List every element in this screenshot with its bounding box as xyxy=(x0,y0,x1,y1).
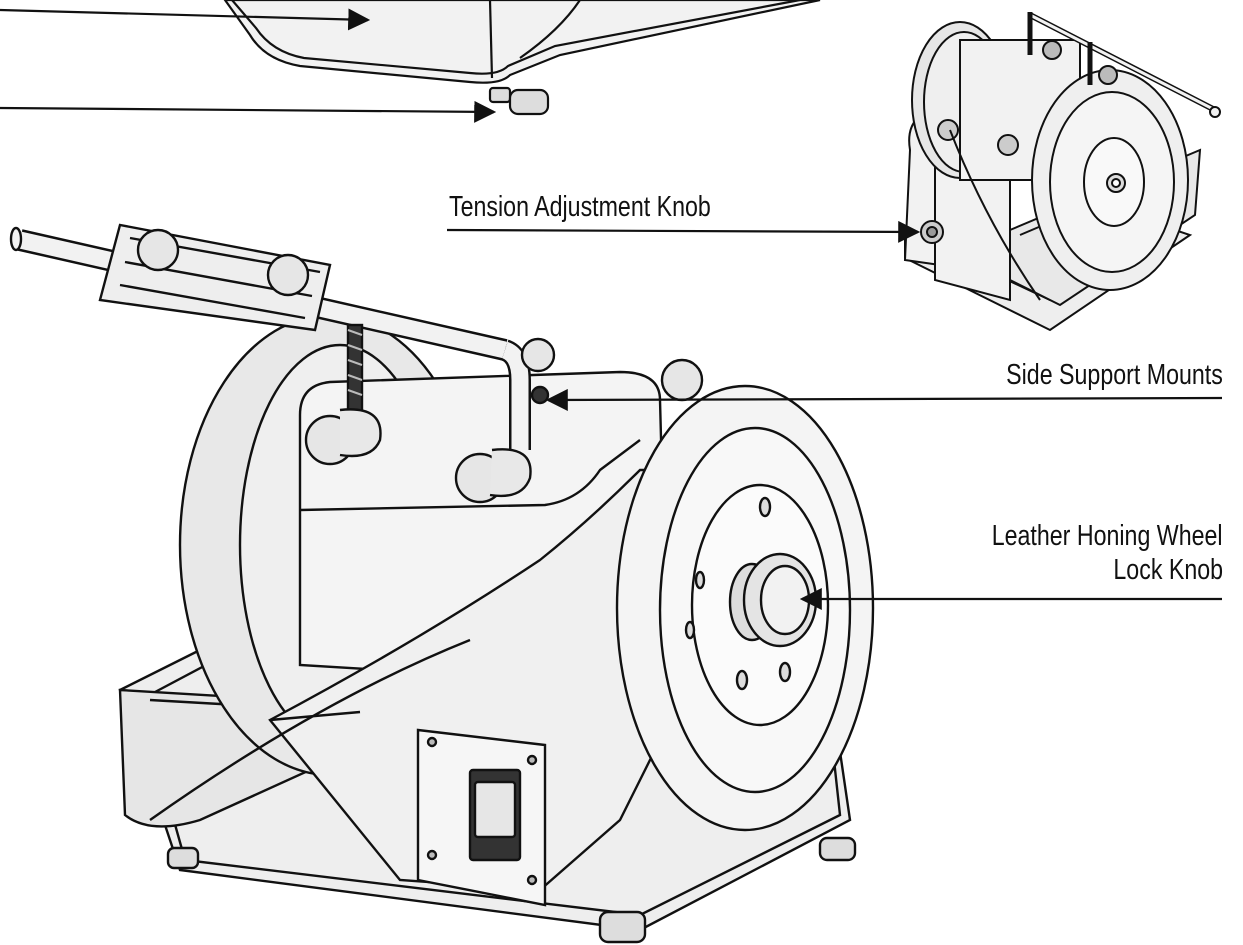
honing-lock-label: Leather Honing Wheel Lock Knob xyxy=(934,519,1223,587)
side-support-label: Side Support Mounts xyxy=(1006,359,1223,391)
main-machine-drawing xyxy=(9,223,875,944)
inset-machine-drawing xyxy=(903,12,1221,332)
tension-knob-label: Tension Adjustment Knob xyxy=(449,191,711,223)
tension-knob-leader xyxy=(446,220,921,243)
side-support-leader xyxy=(545,388,1223,411)
honing-lock-label-line2: Lock Knob xyxy=(1113,554,1223,586)
top-callout-line-1 xyxy=(0,8,371,31)
top-callout-line-2 xyxy=(0,100,497,123)
honing-lock-label-line1: Leather Honing Wheel xyxy=(992,520,1223,552)
top-partial-view xyxy=(223,0,821,116)
